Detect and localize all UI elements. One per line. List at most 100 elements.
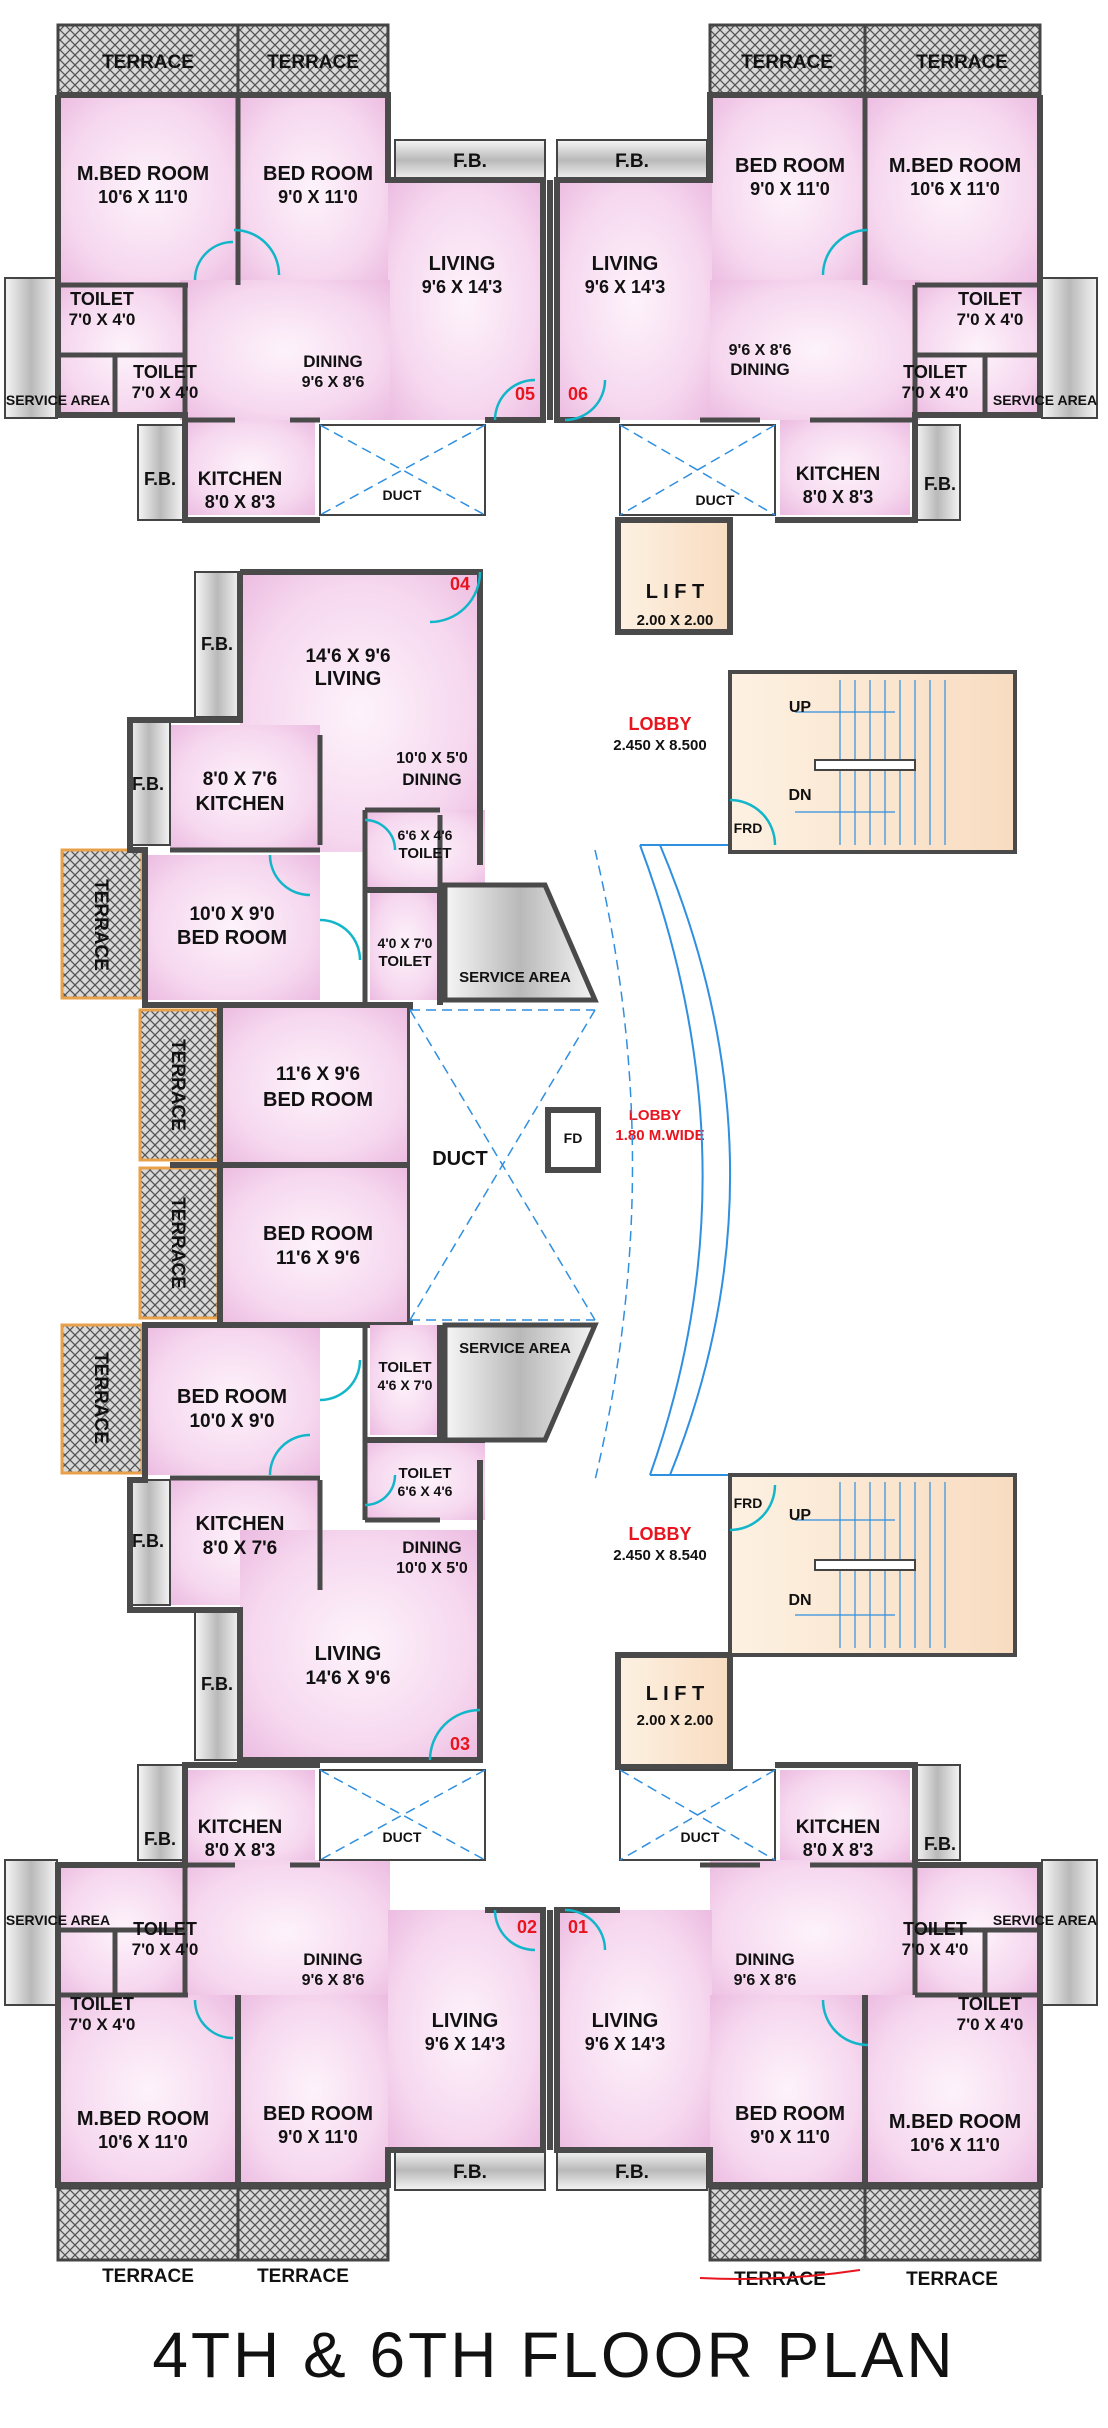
terrace-label: TERRACE [741, 52, 833, 73]
service-label: SERVICE AREA [993, 392, 1097, 408]
room-dim: 7'0 X 4'0 [902, 383, 969, 402]
lobby-dim: 2.450 X 8.500 [613, 737, 706, 754]
room-dim: 7'0 X 4'0 [132, 1940, 199, 1959]
terrace-label: TERRACE [906, 2269, 998, 2290]
room-label: KITCHEN [196, 1513, 285, 1535]
duct-label: DUCT [696, 492, 735, 508]
room-dim: 6'6 X 4'6 [398, 1483, 453, 1499]
fb-label: F.B. [615, 151, 649, 172]
room-dim: 8'0 X 8'3 [803, 487, 874, 507]
room-label: LIVING [432, 2010, 499, 2032]
room-label: TOILET [133, 1919, 197, 1939]
room-dim: 10'6 X 11'0 [98, 2132, 188, 2152]
room-label: KITCHEN [196, 793, 285, 815]
room-label: TOILET [378, 1359, 431, 1376]
room-label: BED ROOM [177, 927, 287, 949]
fb-label: F.B. [453, 2162, 487, 2183]
terrace-label: TERRACE [167, 1039, 188, 1131]
fb-label: F.B. [144, 1829, 176, 1849]
stair-dn-label: DN [788, 1592, 811, 1609]
frd-label: FRD [734, 1495, 763, 1511]
terrace-label: TERRACE [102, 52, 194, 73]
service-label: SERVICE AREA [6, 392, 110, 408]
room-dim: 14'6 X 9'6 [305, 646, 390, 667]
duct-label: DUCT [432, 1148, 488, 1170]
room-dim: 7'0 X 4'0 [902, 1940, 969, 1959]
fd-label: FD [564, 1130, 583, 1146]
room-dim: 8'0 X 8'3 [803, 1840, 874, 1860]
room-label: LIVING [315, 1643, 382, 1665]
central-core: DUCT SERVICE AREA SERVICE AREA FD LOBBY … [409, 517, 1017, 1770]
room-label: KITCHEN [198, 1817, 282, 1838]
terrace-label: TERRACE [734, 2269, 826, 2290]
room-dim: 7'0 X 4'0 [132, 383, 199, 402]
room-dim: 10'0 X 9'0 [189, 904, 274, 925]
room-label: TOILET [398, 1465, 451, 1482]
room-dim: 6'6 X 4'6 [398, 827, 453, 843]
room-dim: 11'6 X 9'6 [276, 1248, 360, 1269]
room-label: LIVING [315, 668, 382, 690]
room-label: DINING [402, 1538, 462, 1557]
room-dim: 8'0 X 8'3 [205, 492, 276, 512]
flat-number: 02 [517, 1917, 537, 1937]
room-dim: 8'0 X 8'3 [205, 1840, 276, 1860]
room-dim: 7'0 X 4'0 [957, 2015, 1024, 2034]
fb-label: F.B. [144, 469, 176, 489]
room-dim: 10'0 X 9'0 [189, 1411, 274, 1432]
room-label: M.BED ROOM [889, 155, 1021, 177]
room-label: LIVING [592, 2010, 659, 2032]
room-label: BED ROOM [177, 1386, 287, 1408]
terrace-label: TERRACE [267, 52, 359, 73]
room-dim: 9'6 X 8'6 [302, 1972, 365, 1989]
room-label: M.BED ROOM [77, 163, 209, 185]
fb-label: F.B. [924, 1834, 956, 1854]
fb-label: F.B. [924, 474, 956, 494]
room-label: TOILET [903, 362, 967, 382]
room-dim: 9'6 X 14'3 [585, 277, 666, 297]
room-label: BED ROOM [263, 163, 373, 185]
room-dim: 7'0 X 4'0 [957, 310, 1024, 329]
duct-label: DUCT [681, 1829, 720, 1845]
terrace-label: TERRACE [90, 1352, 111, 1444]
flat-04: F.B. 14'6 X 9'6 LIVING 10'0 X 5'0 DINING… [60, 569, 485, 1008]
lift-dim: 2.00 X 2.00 [637, 1712, 714, 1729]
room-label: BED ROOM [263, 2103, 373, 2125]
duct-label: DUCT [383, 487, 422, 503]
room-dim: 9'0 X 11'0 [278, 187, 358, 207]
room-dim: 14'6 X 9'6 [305, 1668, 390, 1689]
flat-number: 01 [568, 1917, 588, 1937]
room-dim: 8'0 X 7'6 [203, 769, 278, 790]
fb-label: F.B. [201, 634, 233, 654]
lift-label: L I F T [646, 581, 705, 603]
flat-01: DUCT KITCHEN 8'0 X 8'3 F.B. SERVICE AREA… [554, 1762, 1098, 2290]
room-label: DINING [730, 360, 790, 379]
room-label: TOILET [398, 845, 451, 862]
plan-title: 4TH & 6TH FLOOR PLAN [152, 2319, 956, 2391]
flat-06: TERRACE TERRACE BED ROOM 9'0 X 11'0 M.BE… [554, 23, 1098, 523]
service-label: SERVICE AREA [459, 1340, 571, 1357]
room-label: BED ROOM [735, 155, 845, 177]
room-label: TOILET [378, 953, 431, 970]
room-label: KITCHEN [796, 464, 880, 485]
room-label: DINING [303, 352, 363, 371]
room-label: TOILET [958, 289, 1022, 309]
room-dim: 10'6 X 11'0 [910, 179, 1000, 199]
flat-number: 06 [568, 384, 588, 404]
room-label: TOILET [903, 1919, 967, 1939]
lobby-dim: 1.80 M.WIDE [615, 1127, 704, 1144]
room-dim: 9'0 X 11'0 [750, 179, 830, 199]
room-dim: 9'6 X 14'3 [425, 2034, 506, 2054]
flat-03: BED ROOM 10'0 X 9'0 TERRACE TOILET 4'6 X… [60, 1322, 485, 1763]
room-dim: 10'0 X 5'0 [396, 750, 468, 767]
room-dim: 9'6 X 8'6 [302, 374, 365, 391]
service-label: SERVICE AREA [459, 969, 571, 986]
room-dim: 9'6 X 14'3 [422, 277, 503, 297]
room-label: BED ROOM [735, 2103, 845, 2125]
lobby-label: LOBBY [629, 1524, 692, 1544]
stair-up-label: UP [789, 1507, 812, 1524]
stair-up-label: UP [789, 699, 812, 716]
flat-number: 04 [450, 574, 470, 594]
room-label: M.BED ROOM [889, 2111, 1021, 2133]
room-dim: 9'0 X 11'0 [278, 2127, 358, 2147]
